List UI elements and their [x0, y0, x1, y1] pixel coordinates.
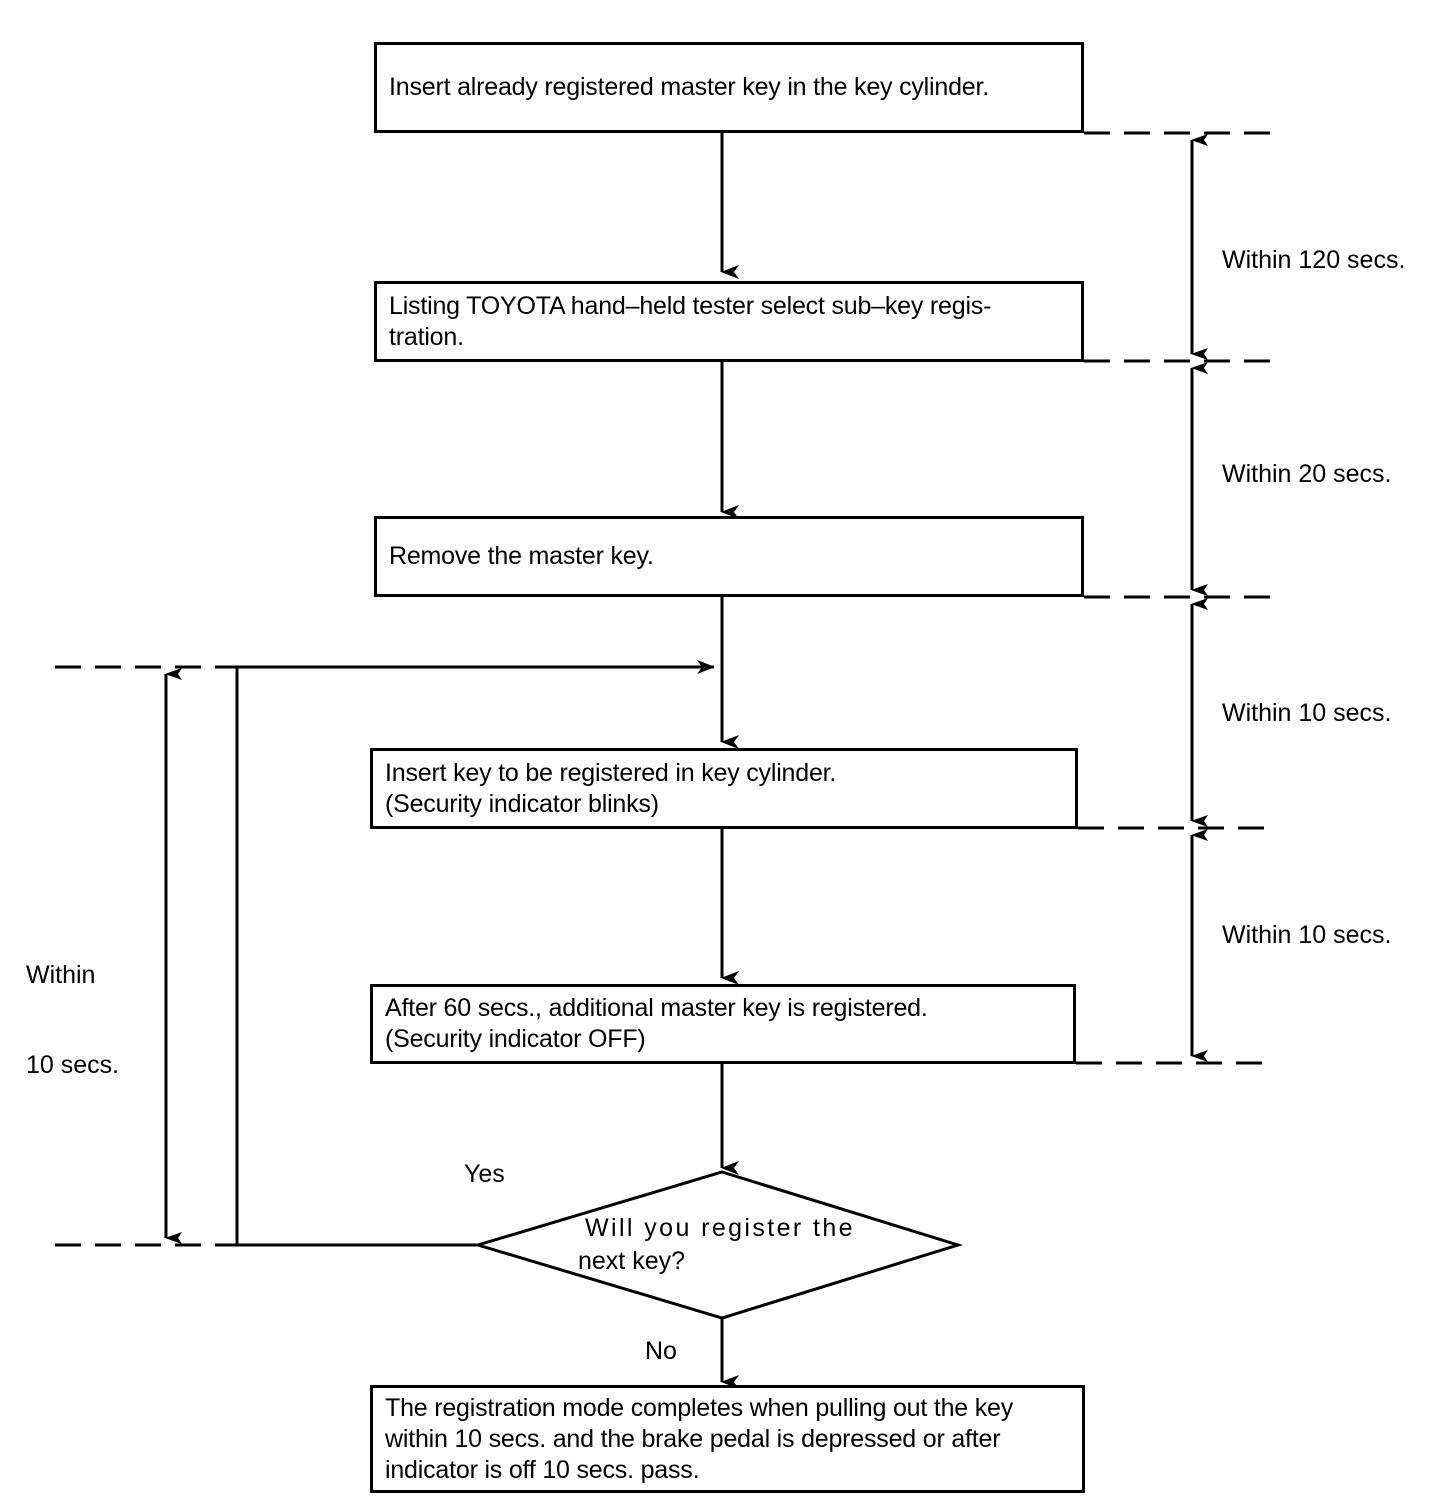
process-box-insert-master-key[interactable]: Insert already registered master key in … — [374, 42, 1084, 133]
process-box-insert-key-to-register[interactable]: Insert key to be registered in key cylin… — [370, 748, 1078, 829]
process-box-additional-master-key-registered[interactable]: After 60 secs., additional master key is… — [370, 984, 1076, 1064]
timing-label-within-120-secs: Within 120 secs. — [1222, 246, 1406, 274]
process-box-line: After 60 secs., additional master key is… — [385, 994, 928, 1022]
process-box-line: tration. — [389, 322, 464, 351]
timing-label-within-10-secs-lower: Within 10 secs. — [1222, 921, 1392, 949]
timing-label-line: 10 secs. — [26, 1051, 120, 1079]
branch-label-yes: Yes — [464, 1160, 505, 1188]
process-box-line: Listing TOYOTA hand–held tester select s… — [389, 291, 992, 320]
process-box-line: Insert already registered master key in … — [389, 73, 989, 101]
process-box-line: (Security indicator OFF) — [385, 1025, 646, 1053]
process-box-line: (Security indicator blinks) — [385, 789, 659, 818]
process-box-line: indicator is off 10 secs. pass. — [385, 1455, 700, 1484]
process-box-line: Insert key to be registered in key cylin… — [385, 758, 837, 787]
branch-label-no: No — [645, 1337, 677, 1365]
process-box-tester-subkey-registration[interactable]: Listing TOYOTA hand–held tester select s… — [374, 281, 1084, 362]
process-box-remove-master-key[interactable]: Remove the master key. — [374, 516, 1084, 597]
timing-label-line: Within — [26, 961, 96, 989]
decision-diamond-shape — [472, 1170, 964, 1320]
process-box-line: The registration mode completes when pul… — [385, 1393, 1014, 1422]
timing-label-within-10-secs-upper: Within 10 secs. — [1222, 699, 1392, 727]
process-box-line: within 10 secs. and the brake pedal is d… — [385, 1424, 1001, 1453]
timing-label-within-10-secs-left: Within 10 secs. — [26, 900, 119, 1140]
process-box-line: Remove the master key. — [389, 542, 654, 570]
timing-label-within-20-secs: Within 20 secs. — [1222, 460, 1392, 488]
process-box-registration-mode-completes[interactable]: The registration mode completes when pul… — [370, 1385, 1085, 1493]
